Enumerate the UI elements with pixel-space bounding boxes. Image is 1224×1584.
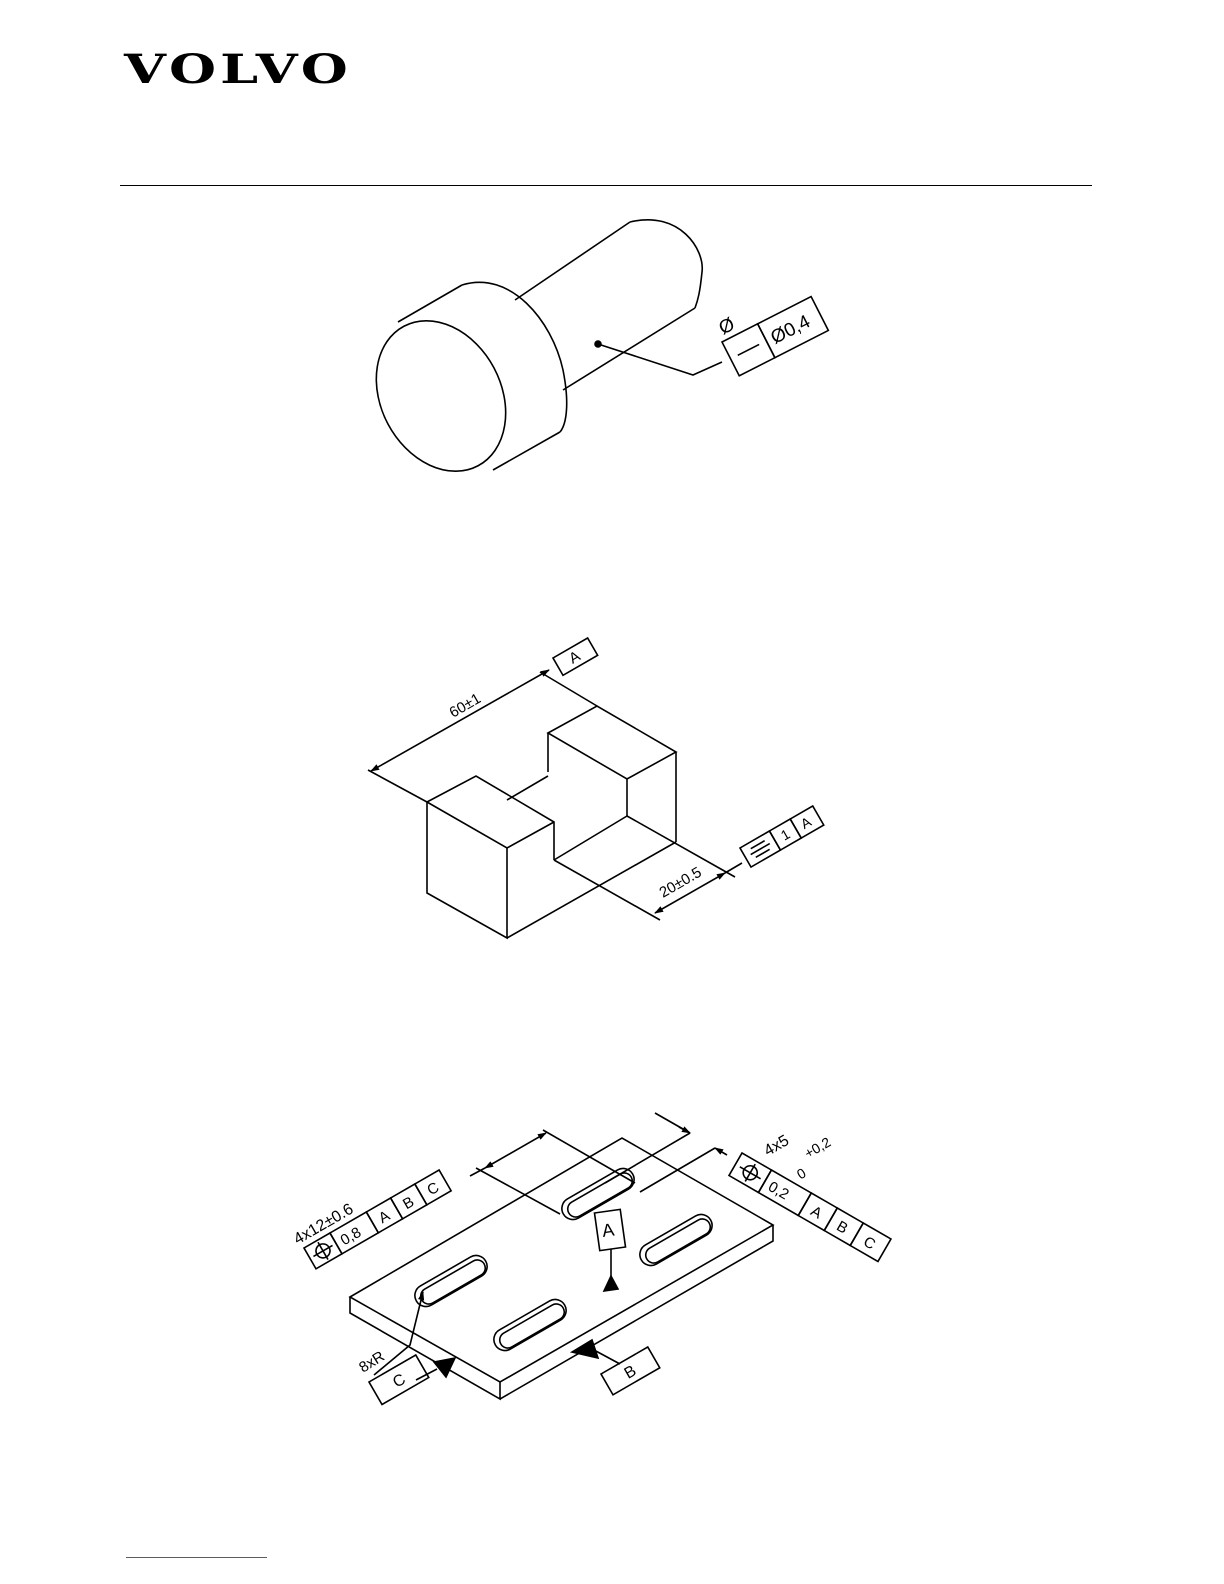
ext-line-slot-right	[627, 816, 735, 877]
left-block-front-top	[427, 802, 554, 848]
datum-a-plate-triangle	[604, 1276, 618, 1291]
datum-c-letter: C	[390, 1371, 409, 1392]
shaft-bottom-edge	[563, 308, 695, 390]
position-icon-left	[308, 1237, 337, 1265]
datum-b-letter: B	[622, 1362, 640, 1382]
ext-line-left	[368, 770, 427, 802]
figure-slot-block: 60±1 20±0.5 A 1 A	[368, 638, 824, 938]
fcf-right-note: 4x5	[761, 1132, 792, 1160]
fcf-straightness: Ø Ø0,4	[712, 277, 828, 376]
fcf-left-tolerance: 0,8	[338, 1224, 365, 1249]
footer-link-underline	[126, 1557, 267, 1558]
figure-cylinder: Ø Ø0,4	[351, 220, 828, 494]
fcf-tolerance-text: Ø0,4	[768, 311, 815, 349]
datum-b-plate: B	[572, 1340, 660, 1395]
right-block-top	[548, 706, 676, 779]
fcf-left-datum-b: B	[400, 1193, 417, 1213]
fcf-left-datum-a: A	[376, 1207, 393, 1227]
dim-line-slot-length	[485, 1133, 546, 1168]
ext-line-slot-length-left	[476, 1168, 560, 1214]
fcf-sym-datum-text: A	[798, 813, 815, 832]
symmetry-icon	[748, 839, 772, 859]
slot-center	[490, 1295, 570, 1354]
fcf-position-left: 4x12±0.6 0,8 A B C	[291, 1154, 451, 1271]
dim-line-length	[371, 670, 549, 771]
shaft-top-edge	[515, 222, 630, 300]
radius-note-text: 8xR	[356, 1348, 388, 1377]
fcf-right-datum-c: C	[860, 1233, 878, 1253]
figure-slotted-plate: 8xR A B C 4x12±0.6	[291, 1102, 920, 1404]
fcf-right-tol-upper: +0,2	[801, 1134, 833, 1162]
block-bottom-edge	[507, 842, 676, 938]
fcf-sym-tolerance-text: 1	[778, 826, 793, 844]
slot-floor-edge	[554, 816, 627, 860]
fcf-right-datum-b: B	[834, 1218, 851, 1238]
datum-a-plate: A	[594, 1209, 625, 1291]
position-icon-right	[735, 1158, 766, 1187]
flange-top-edge	[398, 285, 462, 322]
straightness-icon	[738, 344, 759, 355]
fcf-position-right: 4x5 +0,2 0 0,2 A B C	[729, 1102, 920, 1261]
fcf-right-tol-lower: 0	[794, 1165, 809, 1183]
slot-back-top	[507, 776, 548, 800]
left-block-front	[427, 802, 507, 938]
slot-left	[411, 1251, 491, 1310]
plate-front-left-face	[350, 1297, 500, 1399]
dim-arrow-width-1	[679, 1127, 690, 1133]
ext-line-right	[540, 672, 597, 706]
datum-c-triangle	[434, 1358, 455, 1377]
fcf-right-datum-a: A	[808, 1203, 825, 1223]
ext-line-slot-left	[554, 860, 660, 920]
flange-bottom-edge	[493, 432, 560, 470]
leader-line	[598, 344, 722, 375]
datum-a-box: A	[553, 638, 598, 675]
dim-arrow-width-2	[715, 1148, 727, 1155]
datum-a-plate-letter: A	[601, 1219, 616, 1240]
dim-text-slot: 20±0.5	[657, 864, 705, 902]
plate-top-face	[350, 1138, 773, 1382]
fcf-symmetry: 1 A	[740, 806, 824, 867]
slot-back	[558, 1164, 638, 1223]
shaft-end-arc	[630, 220, 702, 308]
left-block-top	[427, 776, 554, 860]
fcf-left-datum-c: C	[424, 1179, 442, 1199]
fcf-leader-sym	[725, 863, 742, 873]
flange-back-arc	[462, 282, 567, 432]
slot-right	[636, 1210, 716, 1269]
